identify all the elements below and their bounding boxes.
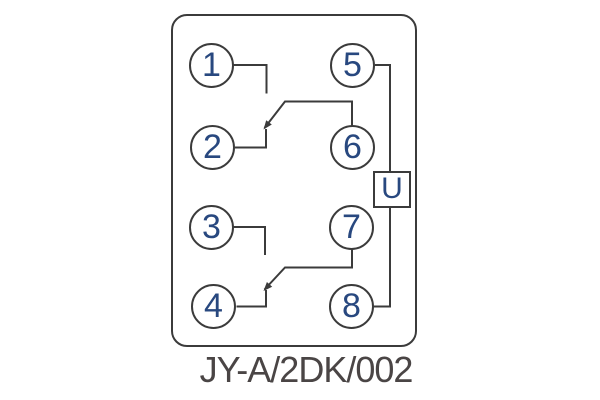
terminal-7-label: 7 [342,207,361,246]
contact-arrowhead-top [263,120,272,130]
terminal-6: 6 [330,125,375,170]
contact-arm-bottom [263,249,353,291]
terminal-3: 3 [189,205,234,250]
terminal-5: 5 [330,43,375,88]
terminal-7: 7 [329,205,374,250]
terminal-4: 4 [191,284,236,329]
coil-voltage-box: U [373,171,411,208]
wire-terminal1-stub [233,64,268,94]
terminal-8-label: 8 [342,286,361,325]
contact-arm-top [263,100,353,129]
terminal-3-label: 3 [202,207,221,246]
terminal-5-label: 5 [343,45,362,84]
terminal-1: 1 [189,43,234,88]
wire-terminal2-pivot [235,129,267,149]
terminal-2-label: 2 [203,127,222,166]
relay-outline-box [171,14,417,347]
terminal-1-label: 1 [202,45,221,84]
contact-arrowhead-bottom [263,282,273,291]
model-number-label: JY-A/2DK/002 [199,349,414,390]
terminal-4-label: 4 [204,286,223,325]
wire-terminal5-to-coil [375,64,391,171]
terminal-8: 8 [329,284,374,329]
wire-terminal3-stub [233,226,266,255]
wire-terminal8-to-coil [373,207,391,308]
terminal-6-label: 6 [343,127,362,166]
wire-terminal4-pivot [236,290,267,308]
coil-voltage-label: U [381,171,403,205]
terminal-2: 2 [190,125,235,170]
